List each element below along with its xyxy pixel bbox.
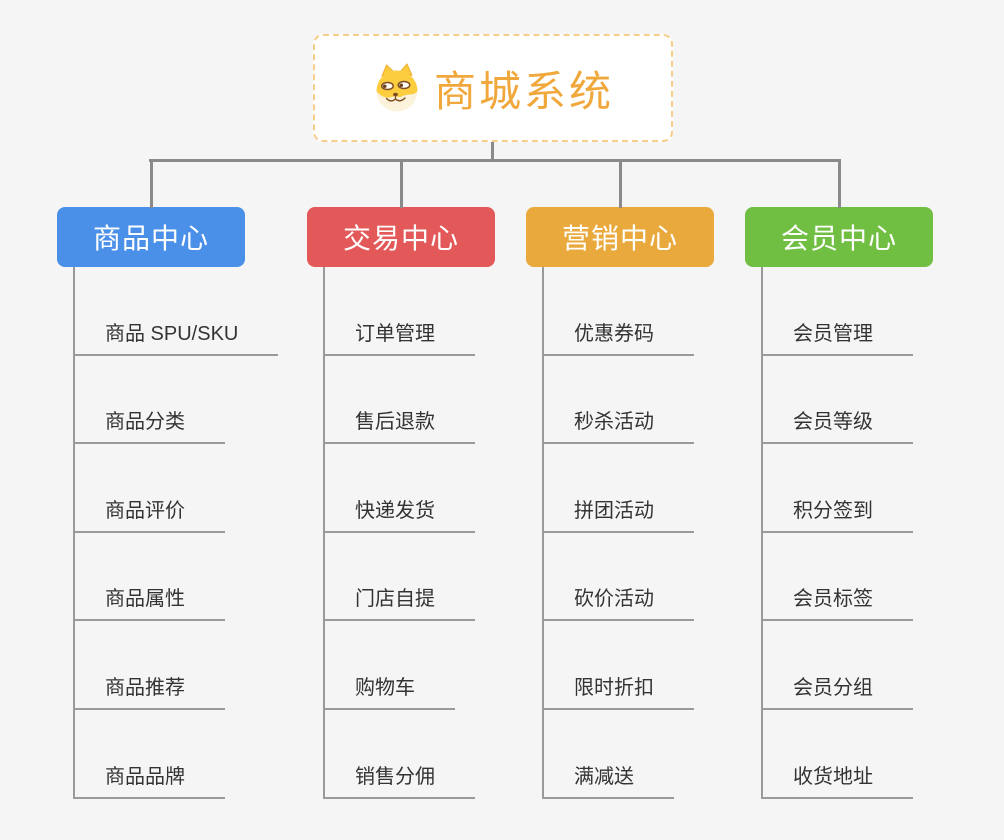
leaf-node[interactable]: 销售分佣 [323,710,495,799]
leaf-node[interactable]: 积分签到 [761,444,933,533]
leaf-label: 门店自提 [323,582,475,622]
leaf-node[interactable]: 收货地址 [761,710,933,799]
leaf-label: 售后退款 [323,405,475,445]
leaf-node[interactable]: 购物车 [323,621,495,710]
leaf-label: 会员管理 [761,317,913,356]
branch-children-product: 商品 SPU/SKU 商品分类 商品评价 商品属性 商品推荐 商品品牌 [73,267,279,799]
leaf-label: 优惠券码 [542,317,694,356]
leaf-label: 收货地址 [761,760,913,799]
branch-column-member: 会员中心 会员管理 会员等级 积分签到 会员标签 会员分组 收货地址 [745,207,933,799]
branch-node-product-center[interactable]: 商品中心 [57,207,245,267]
leaf-label: 购物车 [323,671,455,710]
root-node-mall-system[interactable]: 商城系统 [313,34,673,142]
branch-node-member-center[interactable]: 会员中心 [745,207,933,267]
branch-node-trade-center[interactable]: 交易中心 [307,207,495,267]
connector-horizontal-trunk [149,159,839,162]
leaf-node[interactable]: 优惠券码 [542,267,714,356]
leaf-node[interactable]: 商品分类 [73,356,245,445]
leaf-label: 会员分组 [761,671,913,710]
leaf-node[interactable]: 售后退款 [323,356,495,445]
leaf-node[interactable]: 会员管理 [761,267,933,356]
leaf-label: 积分签到 [761,494,913,533]
branch-column-trade: 交易中心 订单管理 售后退款 快递发货 门店自提 购物车 销售分佣 [307,207,495,799]
leaf-node[interactable]: 会员分组 [761,621,933,710]
leaf-label: 会员等级 [761,405,913,445]
leaf-label: 商品 SPU/SKU [73,317,279,356]
connector-drop-trade [399,159,403,208]
leaf-label: 商品分类 [73,405,225,445]
leaf-label: 商品评价 [73,494,225,533]
leaf-label: 限时折扣 [542,671,694,710]
leaf-node[interactable]: 商品评价 [73,444,245,533]
shiba-dog-icon [372,63,422,113]
leaf-label: 订单管理 [323,317,475,356]
leaf-label: 商品品牌 [73,760,225,799]
connector-drop-marketing [618,159,622,208]
leaf-node[interactable]: 秒杀活动 [542,356,714,445]
leaf-node[interactable]: 快递发货 [323,444,495,533]
connector-drop-product [149,159,153,208]
leaf-node[interactable]: 商品推荐 [73,621,245,710]
leaf-label: 拼团活动 [542,494,694,533]
leaf-node[interactable]: 商品品牌 [73,710,245,799]
branch-children-marketing: 优惠券码 秒杀活动 拼团活动 砍价活动 限时折扣 满减送 [542,267,714,799]
leaf-label: 砍价活动 [542,582,694,622]
root-title: 商城系统 [433,67,614,115]
leaf-label: 满减送 [542,760,674,799]
leaf-node[interactable]: 砍价活动 [542,533,714,622]
leaf-label: 秒杀活动 [542,405,694,445]
leaf-node[interactable]: 商品 SPU/SKU [73,267,279,356]
leaf-node[interactable]: 拼团活动 [542,444,714,533]
leaf-label: 商品属性 [73,582,225,622]
leaf-node[interactable]: 会员等级 [761,356,933,445]
branch-node-marketing-center[interactable]: 营销中心 [526,207,714,267]
leaf-node[interactable]: 限时折扣 [542,621,714,710]
leaf-node[interactable]: 商品属性 [73,533,245,622]
branch-children-member: 会员管理 会员等级 积分签到 会员标签 会员分组 收货地址 [761,267,933,799]
leaf-label: 商品推荐 [73,671,225,710]
leaf-label: 快递发货 [323,494,475,533]
branch-column-marketing: 营销中心 优惠券码 秒杀活动 拼团活动 砍价活动 限时折扣 满减送 [526,207,714,799]
leaf-label: 会员标签 [761,582,913,622]
branch-column-product: 商品中心 商品 SPU/SKU 商品分类 商品评价 商品属性 商品推荐 商品品牌 [57,207,279,799]
leaf-node[interactable]: 订单管理 [323,267,495,356]
leaf-node[interactable]: 门店自提 [323,533,495,622]
connector-drop-member [837,159,841,208]
branch-children-trade: 订单管理 售后退款 快递发货 门店自提 购物车 销售分佣 [323,267,495,799]
leaf-node[interactable]: 会员标签 [761,533,933,622]
connector-root-stem [491,140,494,161]
leaf-node[interactable]: 满减送 [542,710,714,799]
leaf-label: 销售分佣 [323,760,475,799]
